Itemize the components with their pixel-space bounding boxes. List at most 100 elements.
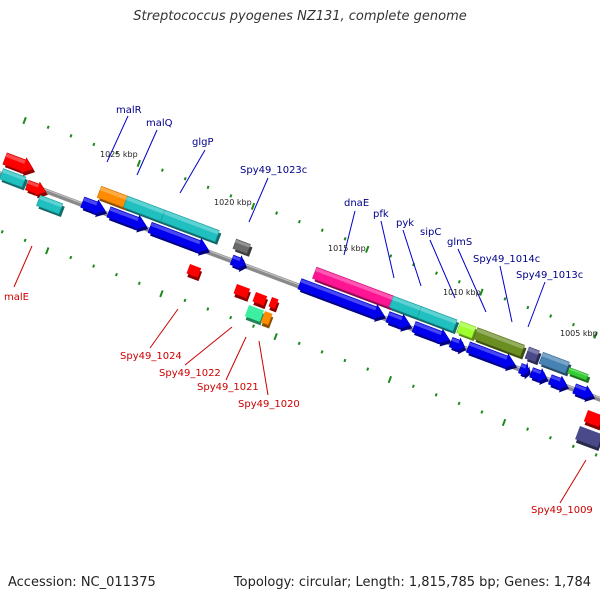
gene-label-dnaE[interactable]: dnaE (344, 198, 369, 209)
gene-label-Spy49_1024[interactable]: Spy49_1024 (120, 351, 182, 362)
gene-cyan-left[interactable] (0, 168, 28, 191)
minor-tick (69, 134, 73, 138)
major-tick (250, 202, 256, 210)
minor-tick (229, 194, 233, 198)
kbp-marker: 1010 kbp (443, 288, 481, 297)
gene-red[interactable] (24, 179, 48, 199)
minor-tick (229, 315, 233, 320)
gene-arrow[interactable] (385, 311, 413, 332)
minor-tick (526, 305, 530, 310)
minor-tick (434, 271, 438, 275)
kbp-marker: 1005 kbp (560, 329, 598, 338)
gene-label-pfk[interactable]: pfk (373, 209, 389, 220)
gene-arrow[interactable] (529, 367, 549, 386)
gene-glmS[interactable] (473, 327, 527, 360)
minor-tick (160, 168, 164, 172)
minor-tick (320, 350, 324, 354)
minor-tick (183, 298, 187, 303)
minor-tick (252, 324, 255, 328)
minor-tick (366, 367, 370, 371)
major-tick (273, 333, 278, 341)
gene-cyan-left2[interactable] (36, 194, 65, 218)
gene-malR[interactable] (96, 185, 130, 211)
gene-arrow[interactable] (572, 383, 596, 403)
minor-tick (594, 453, 598, 457)
gene-label-Spy49_1021[interactable]: Spy49_1021 (197, 382, 259, 393)
gene-label-malQ[interactable]: malQ (146, 118, 173, 129)
minor-tick (115, 151, 119, 155)
gene-label-Spy49_1020[interactable]: Spy49_1020 (238, 399, 300, 410)
gene-label-Spy49_1023c[interactable]: Spy49_1023c (240, 165, 307, 176)
accession-label: Accession: NC_011375 (8, 575, 156, 590)
gene-malE[interactable] (2, 152, 36, 177)
minor-tick (297, 219, 301, 224)
tick-marks (0, 116, 598, 457)
gene-arrow[interactable] (106, 206, 149, 233)
gene-Spy49_1014c[interactable] (524, 346, 542, 366)
major-tick (593, 331, 598, 339)
gene-Spy49_1023c[interactable] (232, 238, 253, 257)
label-leader-lines (13, 115, 587, 504)
gene-red-2[interactable] (233, 284, 251, 302)
major-tick (45, 247, 50, 255)
minor-tick (320, 228, 324, 232)
gene-dnaE[interactable] (312, 266, 396, 311)
gene-Spy49_1009[interactable] (575, 426, 600, 452)
leader-line (179, 149, 206, 194)
minor-tick (275, 211, 279, 215)
major-tick (159, 290, 164, 298)
gene-label-glgP[interactable]: glgP (192, 137, 214, 148)
gene-label-malE[interactable]: malE (4, 292, 29, 303)
minor-tick (457, 279, 461, 284)
leader-line (402, 229, 422, 287)
gene-arrow[interactable] (147, 221, 211, 256)
gene-malQ[interactable] (123, 195, 168, 225)
gene-label-malR[interactable]: malR (116, 105, 142, 116)
gene-Spy49_1024[interactable] (186, 264, 203, 282)
gene-label-sipC[interactable]: sipC (420, 227, 441, 238)
gene-Spy49_1013c[interactable] (538, 351, 572, 377)
gene-arrow[interactable] (229, 254, 247, 273)
gene-arrow[interactable] (297, 278, 387, 322)
gene-arrow[interactable] (518, 362, 531, 380)
gene-arrow[interactable] (547, 374, 569, 393)
map-title: Streptococcus pyogenes NZ131, complete g… (133, 9, 467, 24)
gene-red-4[interactable] (268, 297, 280, 313)
minor-tick (23, 238, 27, 243)
gene-pfk[interactable] (388, 295, 424, 321)
gene-label-Spy49_1014c[interactable]: Spy49_1014c (473, 254, 540, 265)
gene-pyk[interactable] (416, 306, 460, 335)
gene-label-Spy49_1022[interactable]: Spy49_1022 (159, 368, 221, 379)
minor-tick (526, 427, 530, 431)
minor-tick (206, 185, 210, 190)
gene-label-glmS[interactable]: glmS (447, 237, 472, 248)
leader-line (527, 281, 546, 328)
kbp-marker: 1015 kbp (328, 244, 366, 253)
leader-line (429, 239, 456, 299)
gene-label-Spy49_1013c[interactable]: Spy49_1013c (516, 270, 583, 281)
leader-line (258, 340, 269, 396)
gene-small-green[interactable] (567, 367, 591, 384)
gene-arrow[interactable] (465, 341, 518, 372)
gene-label-Spy49_1009[interactable]: Spy49_1009 (531, 505, 593, 516)
leader-line (13, 245, 33, 288)
minor-tick (343, 237, 347, 241)
minor-tick (297, 341, 301, 346)
gene-arrow[interactable] (411, 321, 452, 347)
gene-red-3[interactable] (252, 291, 269, 310)
gene-sipC[interactable] (456, 320, 478, 342)
minor-tick (457, 401, 461, 406)
genome-info-label: Topology: circular; Length: 1,815,785 bp… (233, 575, 591, 590)
gene-Spy49_1021[interactable] (244, 305, 265, 326)
gene-glgP[interactable] (160, 209, 222, 245)
gene-label-pyk[interactable]: pyk (396, 218, 414, 229)
gene-arrow[interactable] (80, 196, 108, 218)
major-tick (479, 288, 484, 296)
gene-arrow[interactable] (448, 337, 467, 355)
minor-tick (411, 384, 415, 389)
gene-Spy49_1020[interactable] (260, 311, 274, 329)
minor-tick (137, 281, 141, 286)
gene-red-right[interactable] (583, 410, 600, 431)
